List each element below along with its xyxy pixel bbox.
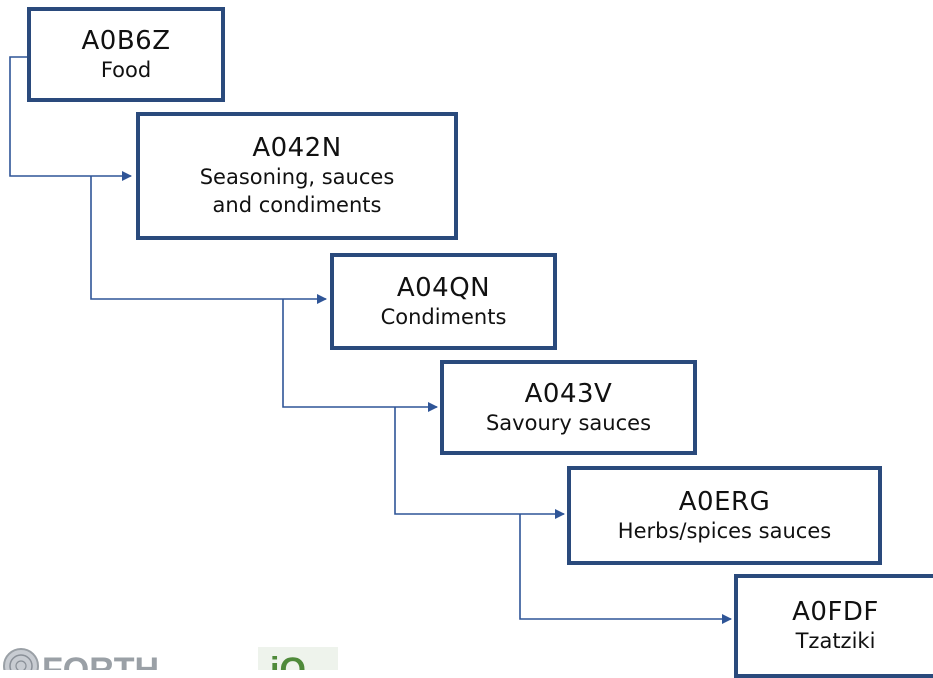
node-code: A0ERG [678,486,771,517]
node-food: A0B6Z Food [27,7,225,102]
connector-food-to-seasoning [9,56,132,181]
node-label: Tzatziki [795,629,876,653]
connector-condiments-to-savoury [282,299,438,412]
node-savoury-sauces: A043V Savoury sauces [440,360,697,455]
node-tzatziki: A0FDF Tzatziki [734,574,933,678]
svg-text:iQ: iQ [270,651,306,670]
node-herbs-spices-sauces: A0ERG Herbs/spices sauces [567,466,882,565]
node-code: A04QN [396,272,491,303]
connector-seasoning-to-condiments [90,176,327,304]
node-label: Food [100,57,152,82]
logos-footer: FORTH iQ [0,645,360,670]
forth-logo-icon: FORTH [3,648,159,670]
node-code: A043V [524,378,613,409]
node-label: Herbs/spices sauces [617,518,832,543]
node-label: Savoury sauces [485,410,652,435]
node-code: A042N [252,133,342,163]
node-seasoning-sauces-condiments: A042N Seasoning, sauces and condiments [136,112,458,240]
svg-text:FORTH: FORTH [42,651,159,670]
connector-savoury-to-herbs [394,407,565,519]
connector-herbs-to-tzatziki [519,514,732,624]
iq-logo-icon: iQ [258,647,338,670]
node-label: Condiments [380,304,507,329]
node-label: Seasoning, sauces and condiments [199,165,395,217]
node-code: A0B6Z [81,25,171,56]
node-code: A0FDF [792,597,879,627]
node-condiments: A04QN Condiments [330,253,557,350]
